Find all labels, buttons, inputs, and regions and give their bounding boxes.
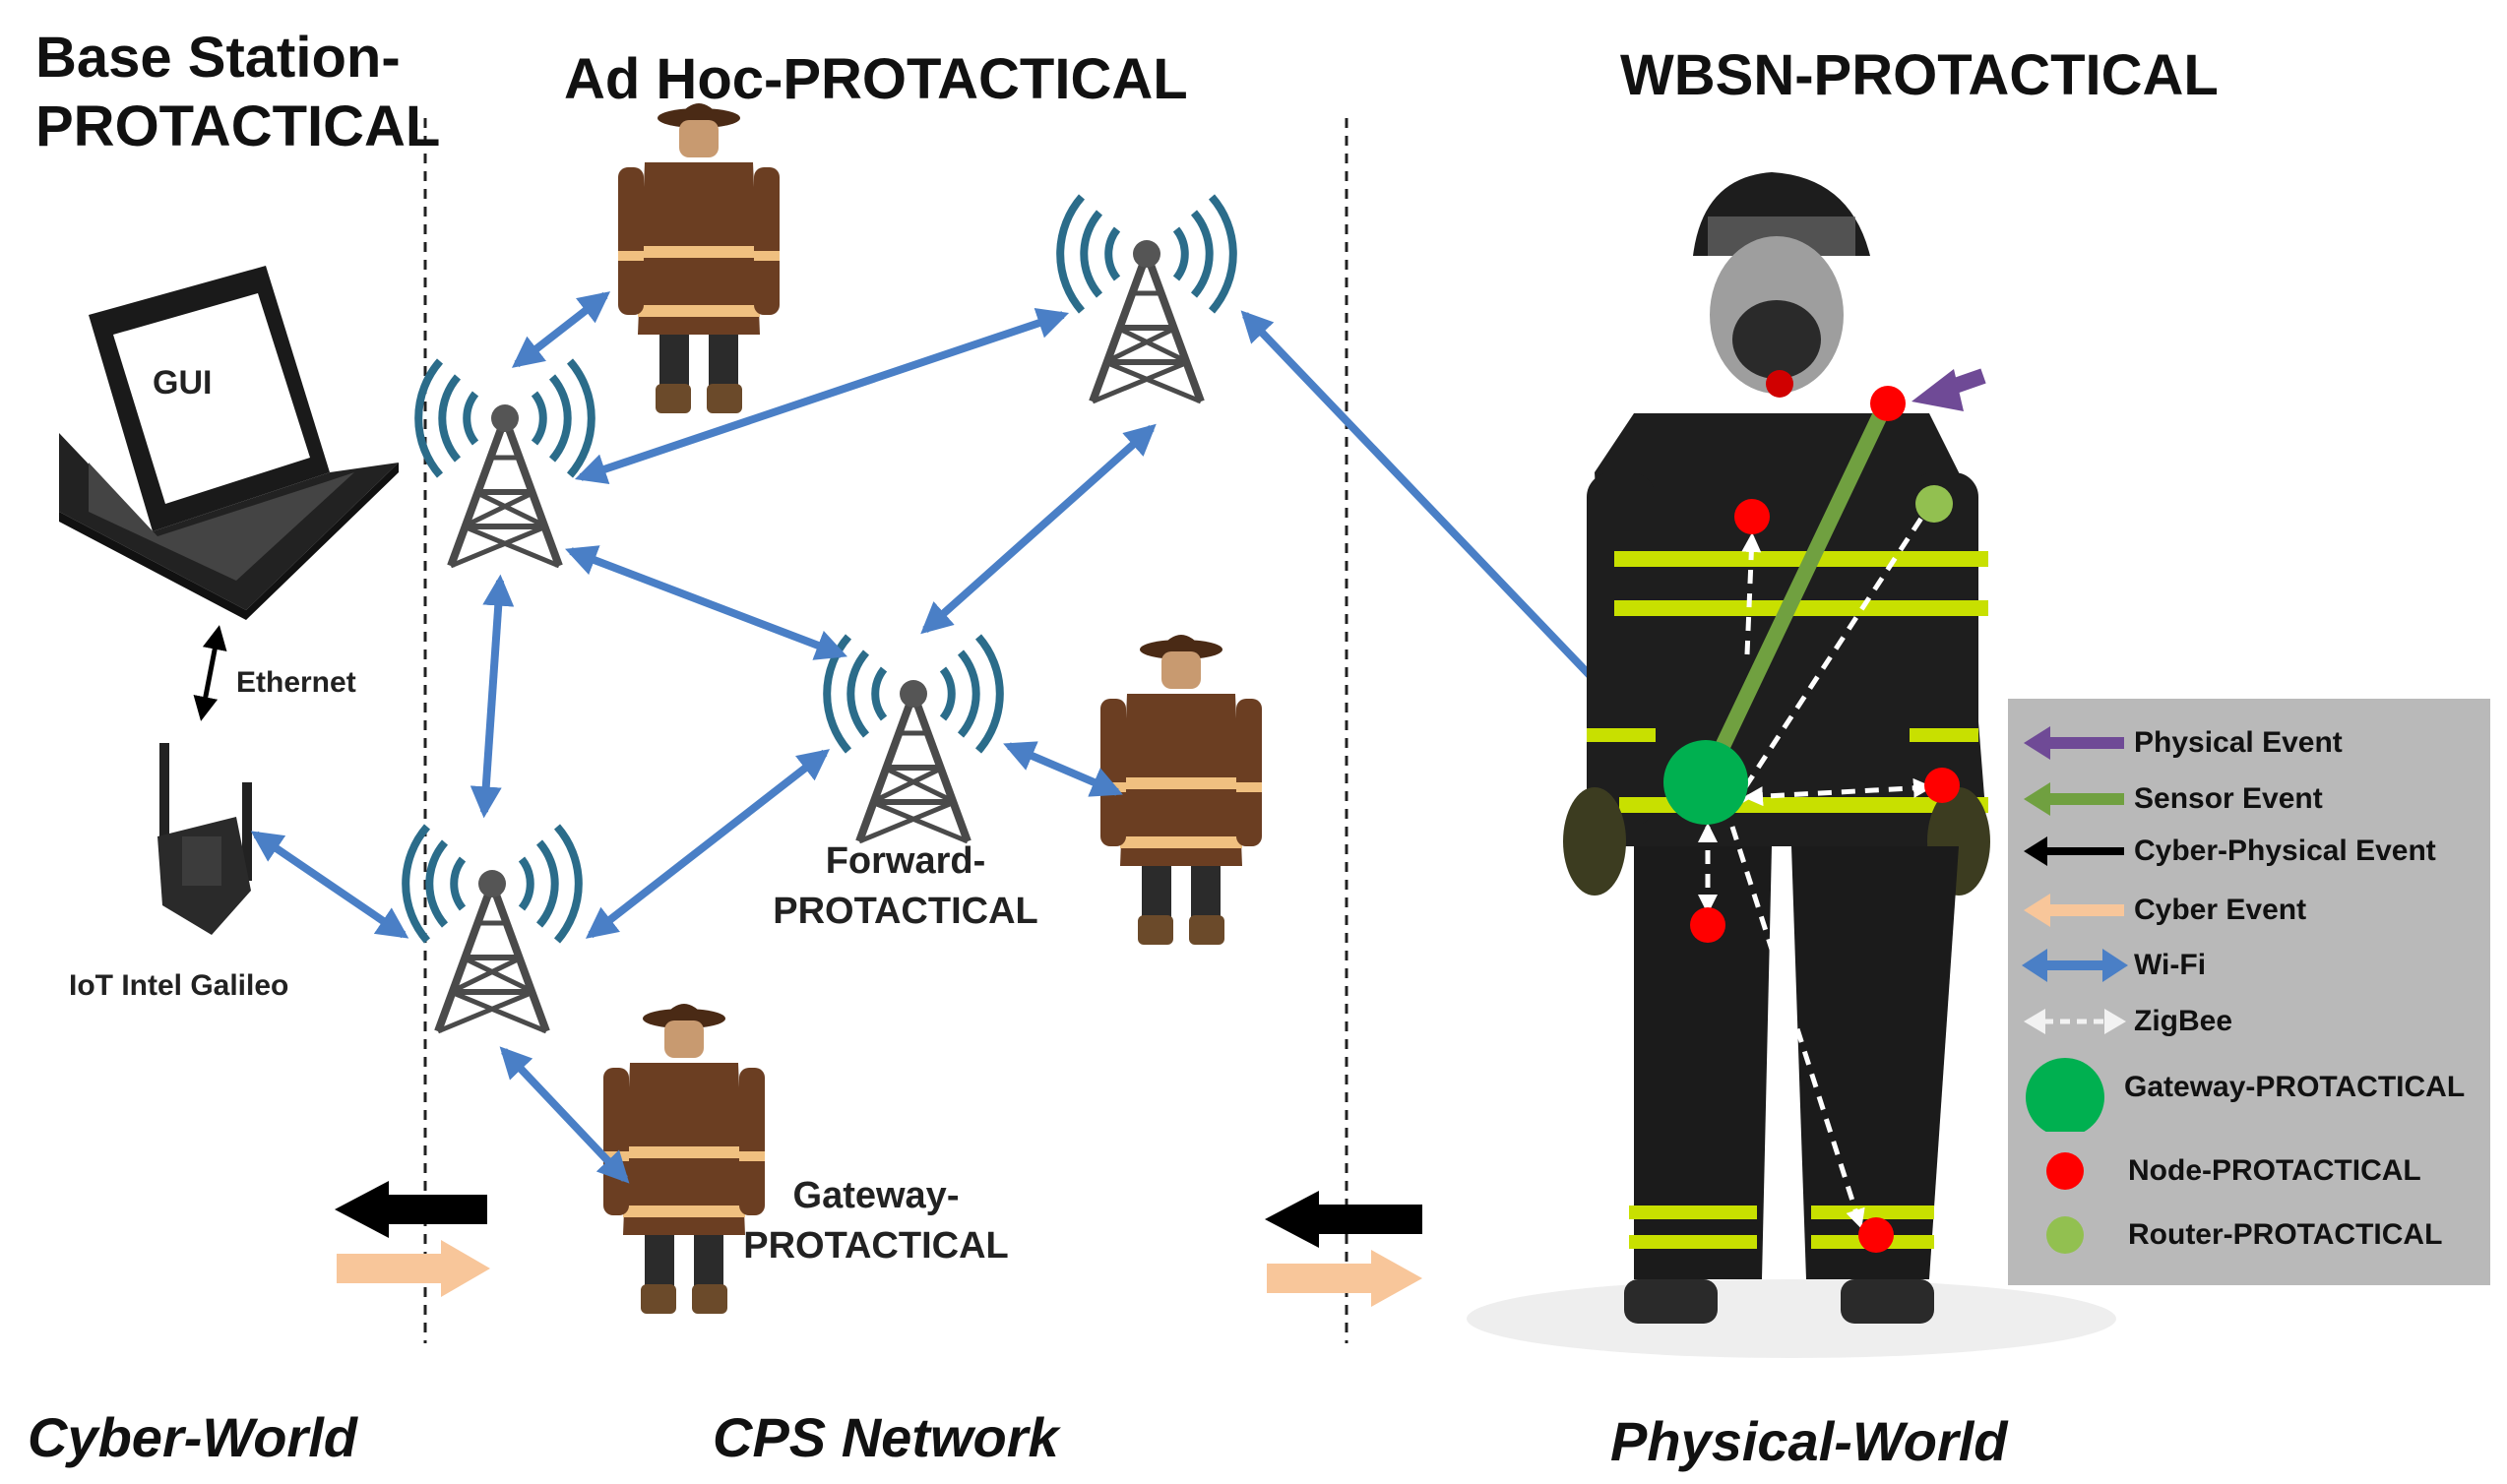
gateway-label: Gateway- PROTACTICAL xyxy=(743,1175,1009,1268)
tower-gateway-icon xyxy=(406,827,579,1031)
ethernet-label: Ethernet xyxy=(236,666,356,699)
firefighter-top-icon xyxy=(618,103,780,413)
node-chest-icon xyxy=(1734,499,1770,534)
node-belt-icon xyxy=(1924,768,1960,803)
cyber-physical-arrow-right xyxy=(1265,1191,1422,1248)
header-base-station: Base Station- PROTACTICAL xyxy=(35,26,441,158)
node-thigh-icon xyxy=(1690,907,1725,943)
legend-item-node: Node-PROTACTICAL xyxy=(2008,1146,2490,1196)
forward-label: Forward- PROTACTICAL xyxy=(773,840,1038,933)
large-green-circle-icon xyxy=(2026,1058,2104,1132)
legend-item-physical-event: Physical Event xyxy=(2008,718,2490,768)
green-arrow-icon xyxy=(2024,782,2124,816)
tower-adhoc-top-icon xyxy=(418,361,592,566)
legend-item-cyber-physical-event: Cyber-Physical Event xyxy=(2008,827,2490,876)
tower-adhoc-right-icon xyxy=(1060,197,1233,402)
node-shoulder-icon xyxy=(1870,386,1906,421)
legend-item-router: Router-PROTACTICAL xyxy=(2008,1210,2490,1260)
physical-event-arrow xyxy=(1912,368,1986,411)
legend-item-gateway: Gateway-PROTACTICAL xyxy=(2008,1053,2490,1132)
sensor-event-link xyxy=(1700,407,1890,781)
zigbee-links xyxy=(1698,490,1940,1229)
router-node-icon xyxy=(1915,485,1953,523)
black-arrow-icon xyxy=(2024,836,2124,866)
purple-arrow-icon xyxy=(2024,726,2124,760)
legend-panel: Physical Event Sensor Event Cyber-Physic… xyxy=(2008,699,2490,1285)
red-dot-icon xyxy=(2046,1152,2084,1190)
iot-galileo-device-icon xyxy=(157,743,252,935)
legend-item-cyber-event: Cyber Event xyxy=(2008,886,2490,935)
ethernet-link xyxy=(193,625,227,721)
header-adhoc: Ad Hoc-PROTACTICAL xyxy=(564,47,1188,111)
dashed-double-arrow-icon xyxy=(2024,1009,2126,1034)
footer-cyber-world: Cyber-World xyxy=(28,1406,357,1468)
peach-arrow-icon xyxy=(2024,894,2124,927)
legend-item-zigbee: ZigBee xyxy=(2008,997,2490,1046)
cyber-arrow-left xyxy=(337,1240,490,1297)
gui-label: GUI xyxy=(153,364,213,402)
tower-forward-icon xyxy=(827,637,1000,841)
blue-double-arrow-icon xyxy=(2022,949,2128,982)
header-wbsn: WBSN-PROTACTICAL xyxy=(1620,43,2219,107)
legend-item-wifi: Wi-Fi xyxy=(2008,941,2490,990)
firefighter-right-icon xyxy=(1100,635,1262,945)
cyber-arrow-right xyxy=(1267,1250,1422,1307)
cyber-physical-arrow-left xyxy=(335,1181,487,1238)
gateway-node-icon xyxy=(1663,740,1748,825)
wifi-links xyxy=(250,291,1678,1184)
node-ankle-icon xyxy=(1858,1217,1894,1253)
footer-physical-world: Physical-World xyxy=(1610,1410,2008,1472)
iot-label: IoT Intel Galileo xyxy=(69,969,289,1002)
legend-item-sensor-event: Sensor Event xyxy=(2008,774,2490,824)
light-green-dot-icon xyxy=(2046,1216,2084,1254)
footer-cps-network: CPS Network xyxy=(713,1406,1059,1468)
laptop-icon xyxy=(59,266,399,620)
